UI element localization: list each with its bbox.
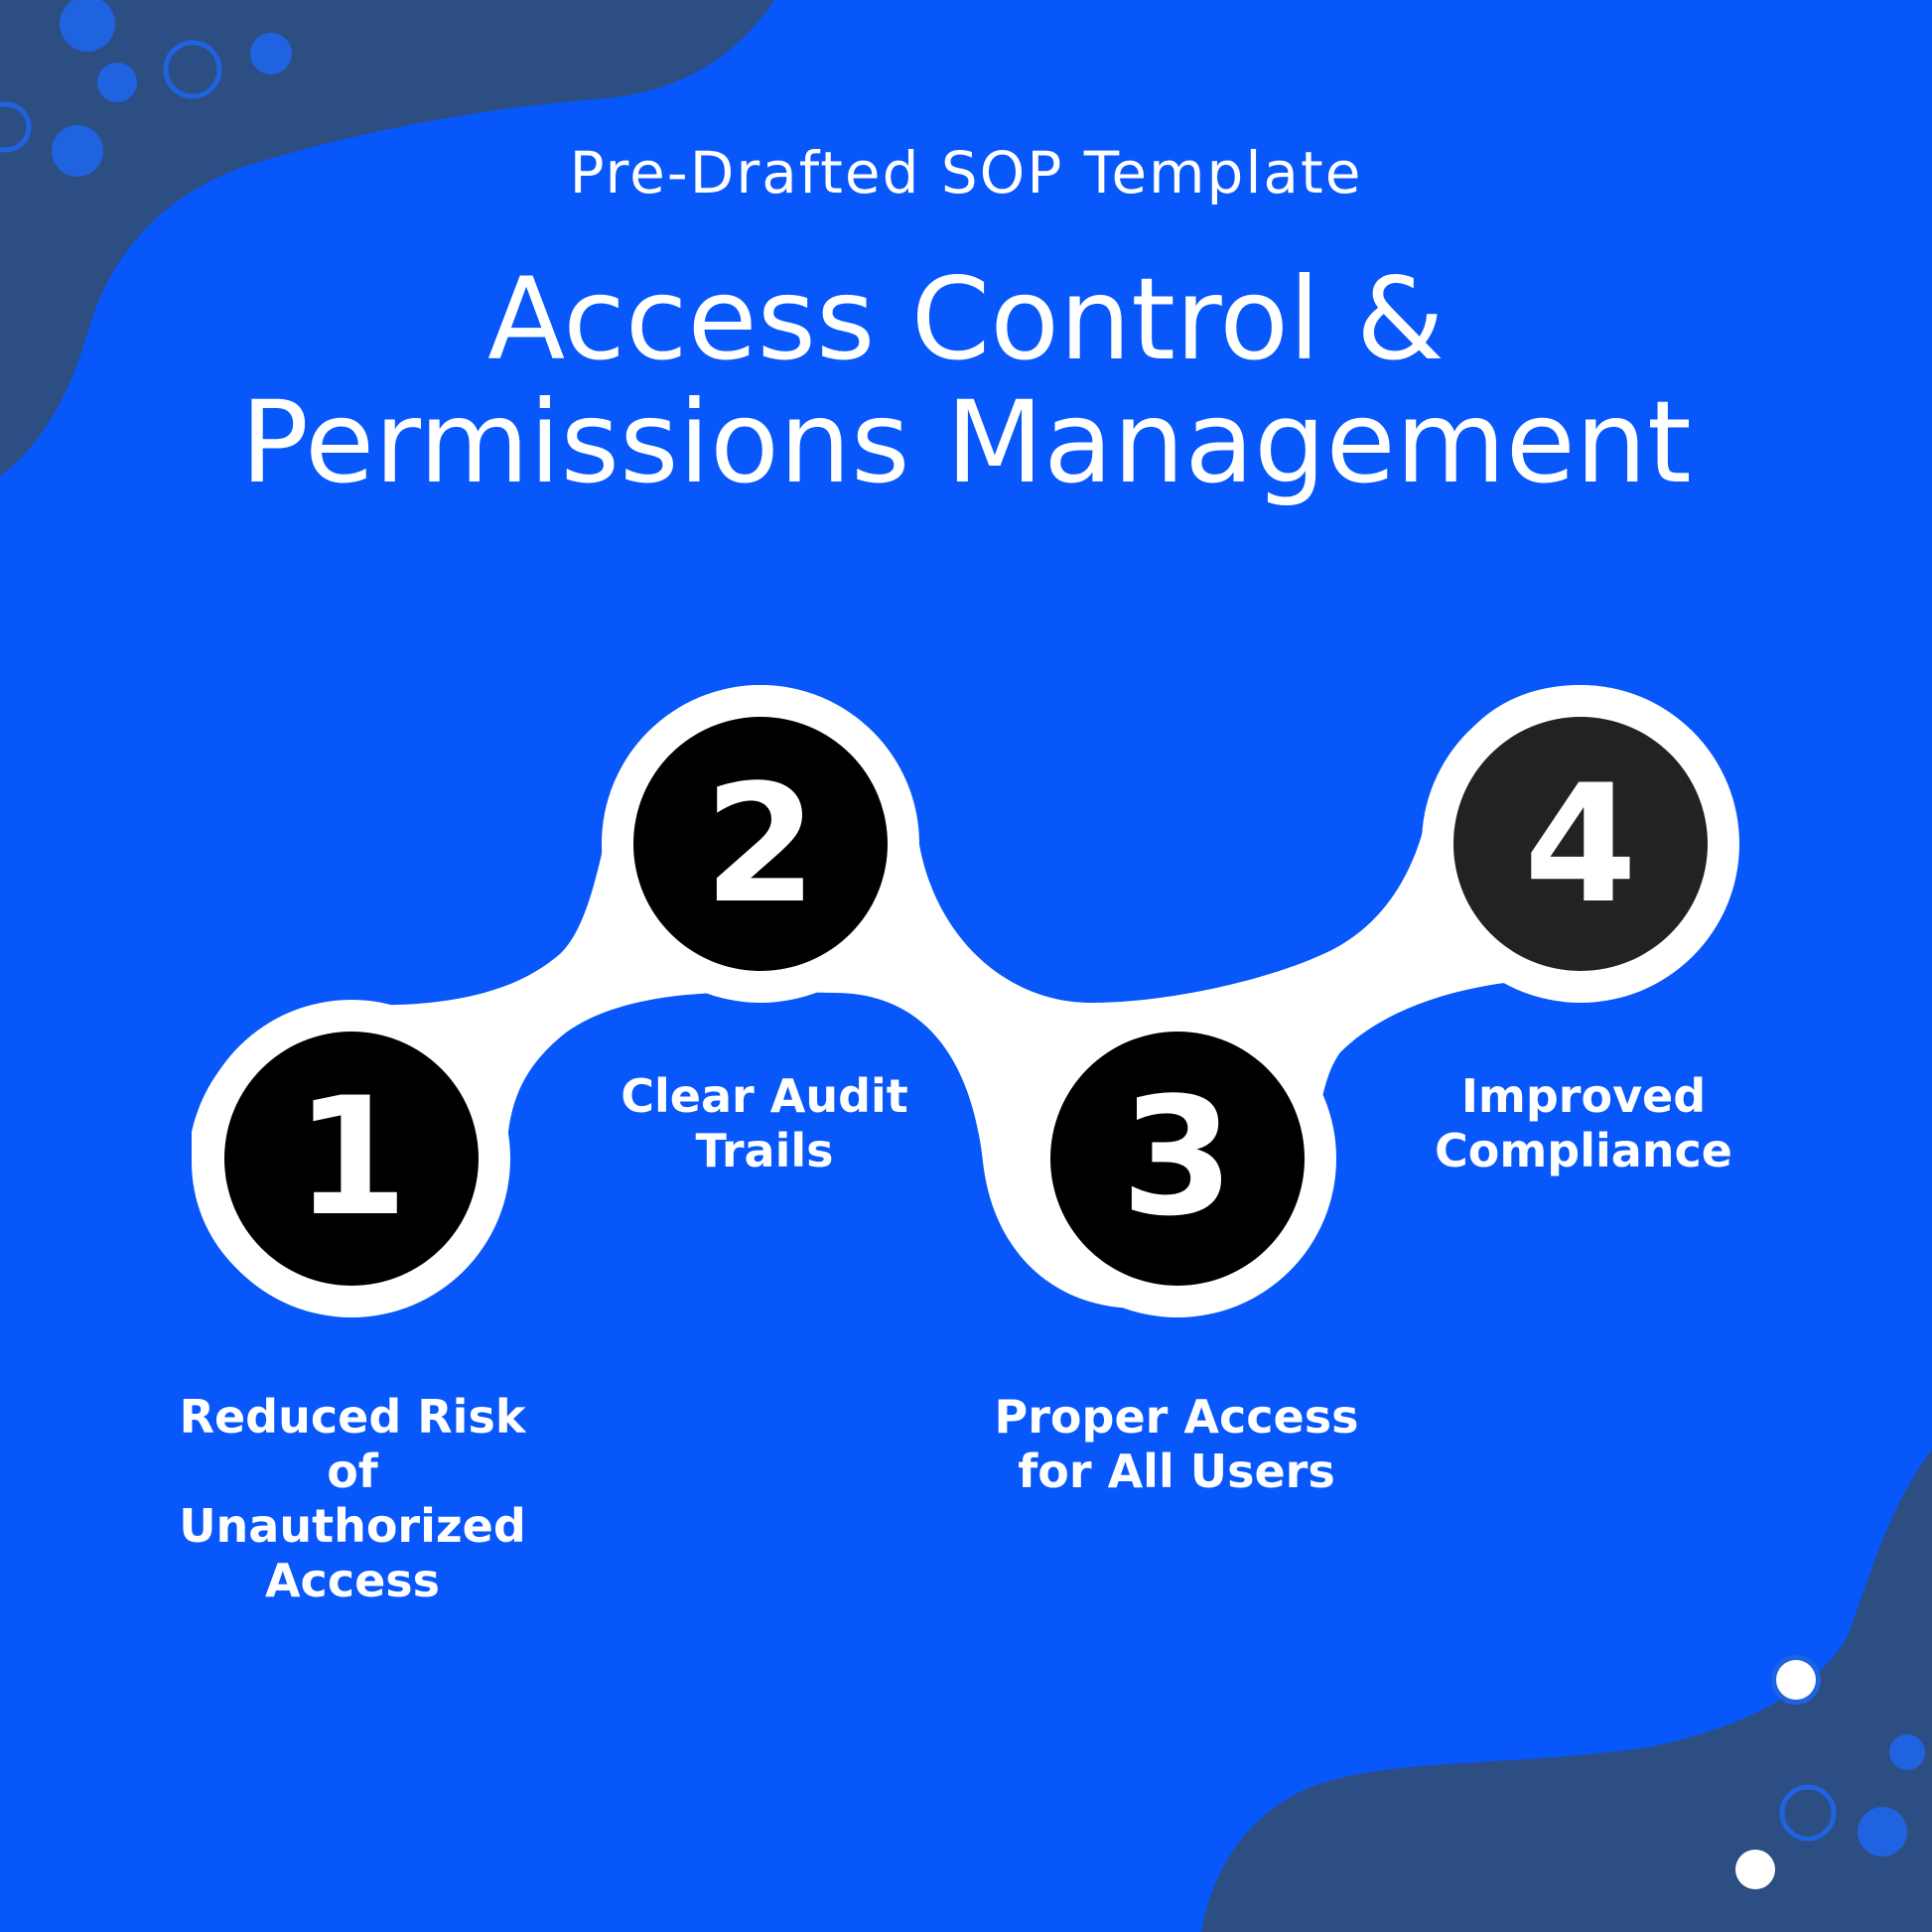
page-title-line-1: Access Control & bbox=[487, 253, 1445, 385]
decor-dot bbox=[1776, 1660, 1816, 1700]
decor-dot bbox=[1858, 1807, 1907, 1857]
step-circle-3: 3 bbox=[1019, 1000, 1336, 1317]
decor-dot bbox=[250, 33, 292, 74]
page-subtitle: Pre-Drafted SOP Template bbox=[569, 139, 1363, 207]
top-left-blob bbox=[0, 0, 774, 477]
step-number-3: 3 bbox=[1121, 1062, 1234, 1252]
decor-dot bbox=[52, 125, 103, 177]
page-title: Access Control & Permissions Management bbox=[0, 258, 1932, 504]
step-circle-1-inner bbox=[224, 1032, 479, 1286]
decor-ring bbox=[0, 101, 32, 153]
step-circle-1: 1 bbox=[193, 1000, 510, 1317]
decor-ring bbox=[163, 40, 222, 99]
step-circle-4: 4 bbox=[1422, 685, 1739, 1003]
page-title-line-2: Permissions Management bbox=[240, 376, 1692, 508]
step-label-4: Improved Compliance bbox=[1434, 1069, 1732, 1177]
bottom-right-blob bbox=[1201, 1449, 1932, 1932]
step-label-1: Reduced Risk of Unauthorized Access bbox=[179, 1390, 526, 1607]
decor-dot bbox=[1735, 1850, 1775, 1889]
step-circle-2: 2 bbox=[602, 685, 919, 1003]
decor-dot bbox=[97, 63, 137, 102]
step-circle-2-inner bbox=[633, 717, 888, 971]
step-circle-3-inner bbox=[1050, 1032, 1305, 1286]
step-label-3: Proper Access for All Users bbox=[994, 1390, 1359, 1498]
step-number-2: 2 bbox=[704, 750, 817, 939]
decor-dot bbox=[1889, 1734, 1925, 1770]
decor-dot bbox=[60, 0, 115, 52]
step-connector-band bbox=[192, 685, 1737, 1315]
step-label-2: Clear Audit Trails bbox=[621, 1069, 908, 1177]
decor-ring bbox=[1779, 1784, 1837, 1842]
step-circle-4-inner bbox=[1453, 717, 1708, 971]
step-number-4: 4 bbox=[1524, 750, 1637, 939]
step-number-1: 1 bbox=[295, 1062, 408, 1252]
